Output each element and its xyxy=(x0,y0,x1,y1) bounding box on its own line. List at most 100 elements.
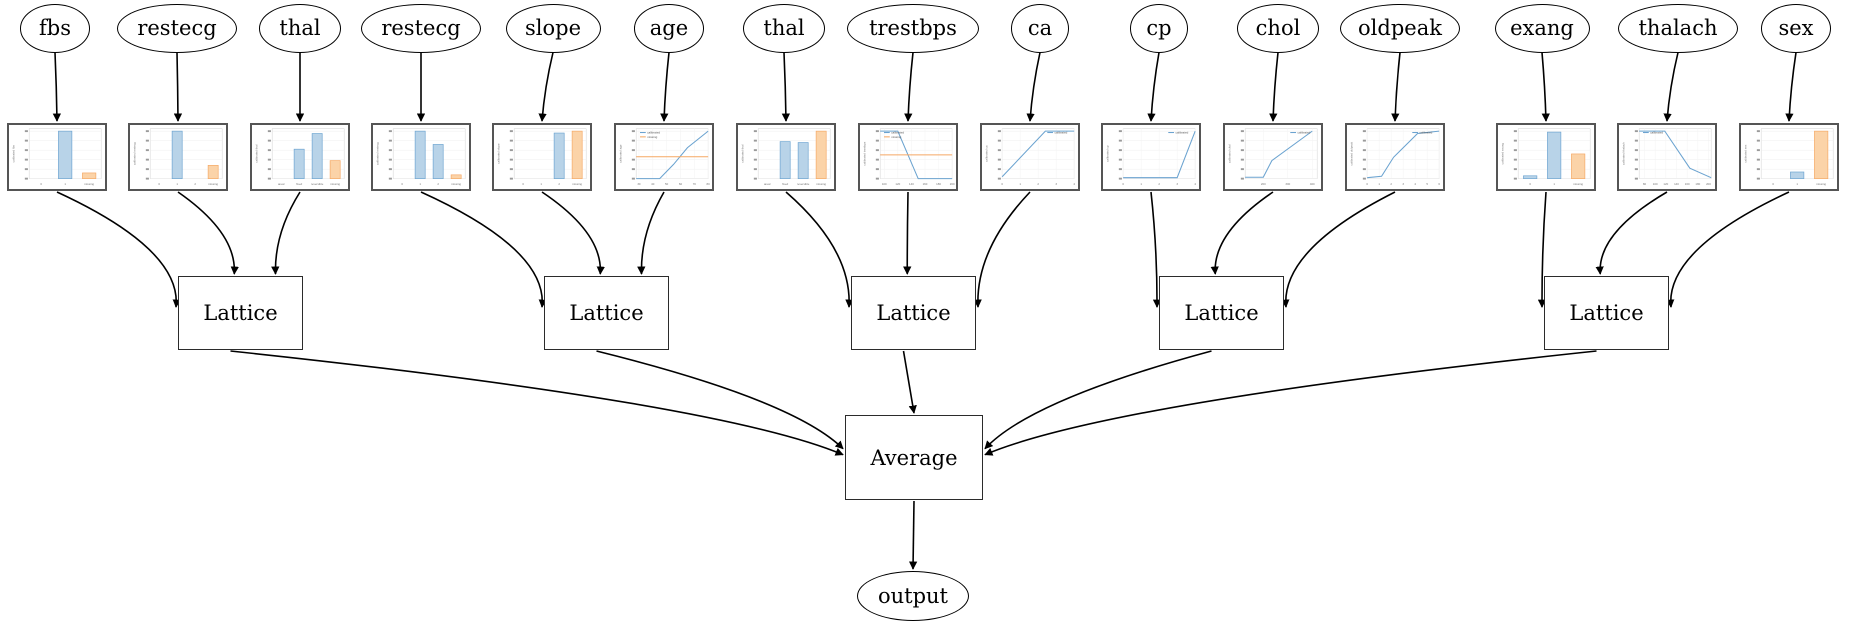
svg-text:calibrated: calibrated xyxy=(1297,131,1310,135)
svg-text:0: 0 xyxy=(40,182,42,186)
svg-text:calibrated oldpeak: calibrated oldpeak xyxy=(1349,141,1353,165)
svg-text:missing: missing xyxy=(816,182,826,186)
svg-text:2: 2 xyxy=(1390,182,1392,186)
svg-text:calibrated: calibrated xyxy=(1175,131,1188,135)
input-node-cp[interactable]: cp xyxy=(1129,3,1189,53)
svg-text:1: 1 xyxy=(64,182,66,186)
graph-edge xyxy=(1391,52,1401,122)
svg-text:0: 0 xyxy=(1772,182,1774,186)
svg-text:60: 60 xyxy=(679,182,683,186)
svg-text:2: 2 xyxy=(558,182,560,186)
input-node-exang[interactable]: exang xyxy=(1494,3,1590,53)
graph-edge xyxy=(984,350,1597,456)
graph-edge xyxy=(785,191,854,308)
graph-edge xyxy=(56,191,181,308)
graph-edge xyxy=(420,191,547,308)
svg-text:1: 1 xyxy=(419,182,421,186)
svg-text:reversible: reversible xyxy=(797,182,810,186)
graph-edge xyxy=(173,52,183,122)
svg-text:40: 40 xyxy=(651,182,655,186)
svg-text:100: 100 xyxy=(882,182,887,186)
svg-text:calibrated fbs: calibrated fbs xyxy=(11,145,15,163)
lattice-node[interactable]: Lattice xyxy=(178,276,303,350)
input-node-chol[interactable]: chol xyxy=(1236,3,1320,53)
graph-edge xyxy=(1026,52,1041,122)
svg-text:missing: missing xyxy=(1816,182,1826,186)
input-node-restecg[interactable]: restecg xyxy=(117,3,237,53)
input-node-thal[interactable]: thal xyxy=(742,3,826,53)
input-node-fbs[interactable]: fbs xyxy=(19,3,91,53)
svg-text:180: 180 xyxy=(1695,182,1700,186)
svg-text:200: 200 xyxy=(1706,182,1711,186)
input-node-restecg[interactable]: restecg xyxy=(361,3,481,53)
graph-edge xyxy=(637,191,665,275)
lattice-node[interactable]: Lattice xyxy=(544,276,669,350)
svg-text:4: 4 xyxy=(1073,182,1075,186)
input-node-age[interactable]: age xyxy=(633,3,705,53)
svg-text:calibrated cp: calibrated cp xyxy=(1105,145,1109,162)
svg-text:calibrated slope: calibrated slope xyxy=(496,143,500,164)
svg-text:calibrated: calibrated xyxy=(891,131,904,135)
input-node-trestbps[interactable]: trestbps xyxy=(847,3,979,53)
lattice-node[interactable]: Lattice xyxy=(1159,276,1284,350)
average-node[interactable]: Average xyxy=(845,415,983,500)
svg-text:fixed: fixed xyxy=(296,182,302,186)
svg-text:calibrated: calibrated xyxy=(1419,131,1432,135)
input-node-slope[interactable]: slope xyxy=(505,3,601,53)
output-node[interactable]: output xyxy=(857,571,969,621)
graph-edge xyxy=(1150,191,1162,308)
svg-text:300: 300 xyxy=(1285,182,1290,186)
svg-text:140: 140 xyxy=(909,182,914,186)
svg-text:120: 120 xyxy=(895,182,900,186)
svg-text:140: 140 xyxy=(1674,182,1679,186)
svg-text:reversible: reversible xyxy=(311,182,324,186)
graph-edge xyxy=(660,52,670,122)
svg-text:calibrated thalach: calibrated thalach xyxy=(1621,142,1625,165)
graph-edge xyxy=(52,52,62,122)
lattice-node[interactable]: Lattice xyxy=(851,276,976,350)
input-node-ca[interactable]: ca xyxy=(1010,3,1070,53)
svg-text:3: 3 xyxy=(1176,182,1178,186)
svg-text:180: 180 xyxy=(936,182,941,186)
svg-text:80: 80 xyxy=(707,182,711,186)
input-node-thal[interactable]: thal xyxy=(258,3,342,53)
lattice-node[interactable]: Lattice xyxy=(1544,276,1669,350)
graph-edge xyxy=(230,350,844,456)
svg-text:1: 1 xyxy=(1019,182,1021,186)
svg-text:120: 120 xyxy=(1663,182,1668,186)
input-node-thalach[interactable]: thalach xyxy=(1618,3,1738,53)
svg-text:0: 0 xyxy=(1529,182,1531,186)
input-node-oldpeak[interactable]: oldpeak xyxy=(1340,3,1460,53)
graph-edge xyxy=(1595,191,1668,275)
svg-text:160: 160 xyxy=(923,182,928,186)
svg-text:calibrated trestbps: calibrated trestbps xyxy=(862,141,866,165)
input-node-sex[interactable]: sex xyxy=(1760,3,1832,53)
svg-text:1: 1 xyxy=(540,182,542,186)
svg-text:calibrated thal: calibrated thal xyxy=(740,144,744,162)
graph-edge xyxy=(984,350,1212,450)
svg-text:areal: areal xyxy=(278,182,285,186)
